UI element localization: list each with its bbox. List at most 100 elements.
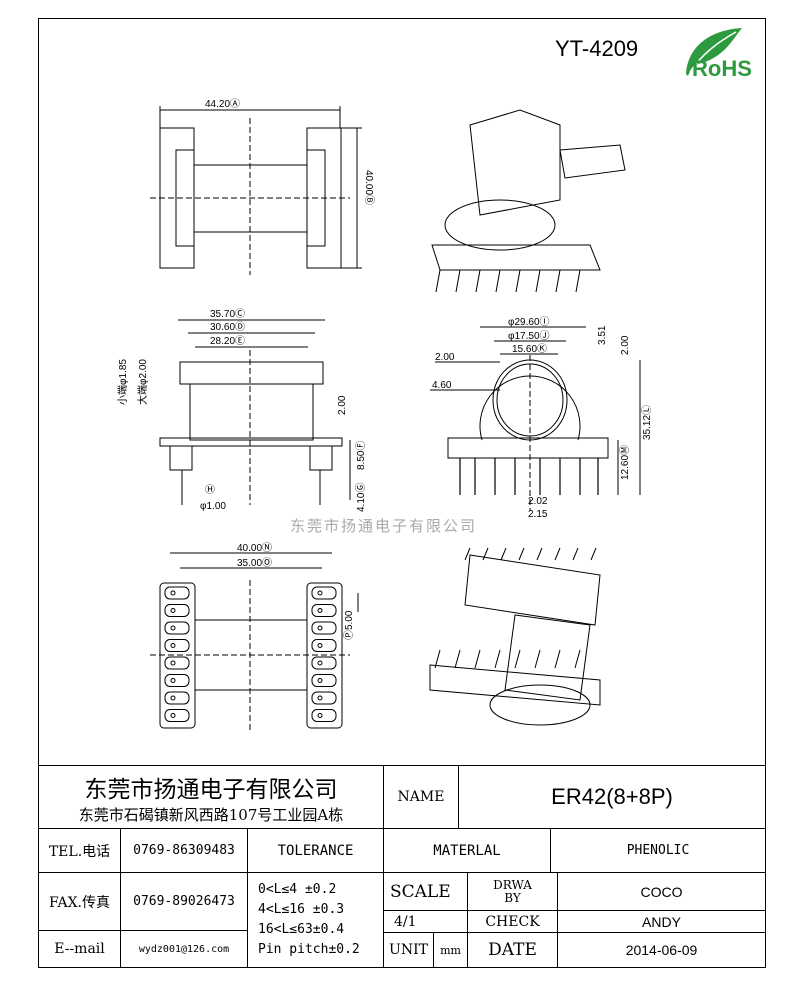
dim-15-60: 15.60Ⓚ (512, 343, 547, 355)
pin-hole (317, 678, 323, 683)
pin (574, 649, 581, 669)
check-label: CHECK (467, 910, 558, 933)
dim-17-50: φ17.50Ⓙ (508, 330, 550, 342)
pin-slot (164, 691, 190, 705)
tolerance-row: 0<L≤4 ±0.2 (258, 882, 337, 897)
pin-slot (311, 691, 337, 705)
dim-30-60: 30.60Ⓓ (210, 321, 245, 333)
isometric-view-top (431, 109, 626, 293)
dim-8-50: 8.50Ⓕ (355, 441, 367, 470)
pin-slot (311, 604, 337, 617)
pin-hole (317, 625, 323, 631)
pin (435, 269, 441, 293)
dim-12-60: 12.60Ⓜ (619, 445, 631, 480)
pin-hole (170, 695, 176, 701)
fax-value: 0769-89026473 (120, 872, 248, 931)
dim-35-00: 35.00Ⓞ (237, 557, 272, 569)
tolerance-table: 0<L≤4 ±0.2 4<L≤16 ±0.3 16<L≤63±0.4 Pin p… (247, 872, 384, 968)
pin-hole (170, 660, 176, 666)
check-value: ANDY (557, 910, 766, 933)
material-label: MATERLAL (383, 828, 551, 873)
drawn-by-label: DRWA BY (467, 872, 558, 911)
pin (555, 269, 561, 293)
dim-small-end: 小端φ1.85 (116, 359, 129, 405)
date-label: DATE (467, 932, 558, 968)
dim-pin-diameter: φ1.00 (200, 501, 226, 512)
pin-slot (164, 604, 190, 617)
pin (495, 269, 501, 293)
pin (535, 269, 541, 293)
isometric-view-bottom (429, 547, 601, 726)
company-name: 东莞市扬通电子有限公司 (84, 776, 338, 803)
dim-5-00: Ⓟ5.00 (343, 610, 355, 640)
pin-slot (311, 586, 337, 600)
tel-value: 0769-86309483 (120, 828, 248, 873)
tel-label: TEL.电话 (38, 828, 121, 873)
tolerance-row: 4<L≤16 ±0.3 (258, 902, 345, 917)
pin-slot (164, 709, 190, 722)
drawn-by-value: COCO (557, 872, 766, 911)
pin (536, 547, 543, 561)
dim-28-20: 28.20Ⓔ (210, 335, 245, 347)
tolerance-row: Pin pitch±0.2 (258, 942, 360, 957)
dim-40-00-bottom: 40.00Ⓝ (237, 542, 272, 554)
top-view: 44.20Ⓐ 40.00Ⓑ (150, 98, 375, 275)
company-cell: 东莞市扬通电子有限公司 东莞市石碣镇新风西路107号工业园A栋 (38, 765, 384, 829)
pin-slot (164, 621, 190, 635)
pin (474, 649, 481, 669)
pin-slot (164, 639, 190, 652)
unit-label: UNIT (383, 932, 434, 968)
pin-hole (170, 678, 176, 683)
rohs-text: RoHS (692, 56, 752, 80)
company-address: 东莞市石碣镇新风西路107号工业园A栋 (78, 805, 344, 824)
watermark: 东莞市扬通电子有限公司 (290, 517, 478, 535)
pin (590, 547, 597, 561)
dim-4-60: 4.60 (432, 380, 452, 391)
pin-hole (317, 713, 323, 718)
scale-label: SCALE (383, 872, 468, 911)
dim-pin-tag: Ⓗ (205, 484, 215, 496)
pin (455, 269, 461, 293)
side-view: 35.70Ⓒ 30.60Ⓓ 28.20Ⓔ 小端φ1.85 大端φ2.00 2.0… (116, 308, 367, 512)
pin-slot (311, 656, 337, 670)
pin-hole (317, 643, 323, 648)
date-value: 2014-06-09 (557, 932, 766, 968)
tolerance-label: TOLERANCE (247, 828, 384, 873)
pin (515, 269, 521, 293)
dim-29-60: φ29.60Ⓘ (508, 316, 550, 328)
dim-2-02: 2.02 (528, 496, 548, 507)
pin (454, 649, 461, 669)
pin-slot (311, 709, 337, 722)
part-number: YT-4209 (555, 36, 639, 61)
pin-hole (170, 590, 176, 596)
pin-slot (164, 674, 190, 687)
dim-40-00: 40.00Ⓑ (363, 170, 375, 205)
tolerance-row: 16<L≤63±0.4 (258, 922, 345, 937)
pin (464, 547, 471, 561)
dim-44-20: 44.20Ⓐ (205, 98, 240, 110)
dim-4-10: 4.10Ⓖ (355, 483, 367, 512)
pin (534, 649, 541, 669)
name-label: NAME (383, 765, 459, 829)
pin (434, 649, 441, 669)
rohs-logo: RoHS (680, 24, 764, 81)
pin (554, 547, 561, 561)
pin-hole (170, 643, 176, 648)
pin-hole (170, 625, 176, 631)
pin-slot (311, 639, 337, 652)
leaf-icon: RoHS (686, 28, 752, 81)
pin-slot (164, 656, 190, 670)
pin-hole (317, 695, 323, 701)
pin (494, 649, 501, 669)
dim-2-00-left: 2.00 (435, 352, 455, 363)
pin-hole (317, 608, 323, 613)
pin (482, 547, 489, 561)
dim-3-51: 3.51 (597, 325, 608, 345)
pin-slot (311, 621, 337, 635)
pin (572, 547, 579, 561)
pin (514, 649, 521, 669)
pin-hole (170, 608, 176, 613)
pin (554, 649, 561, 669)
email-label: E--mail (38, 930, 121, 968)
dim-big-end: 大端φ2.00 (136, 359, 149, 405)
